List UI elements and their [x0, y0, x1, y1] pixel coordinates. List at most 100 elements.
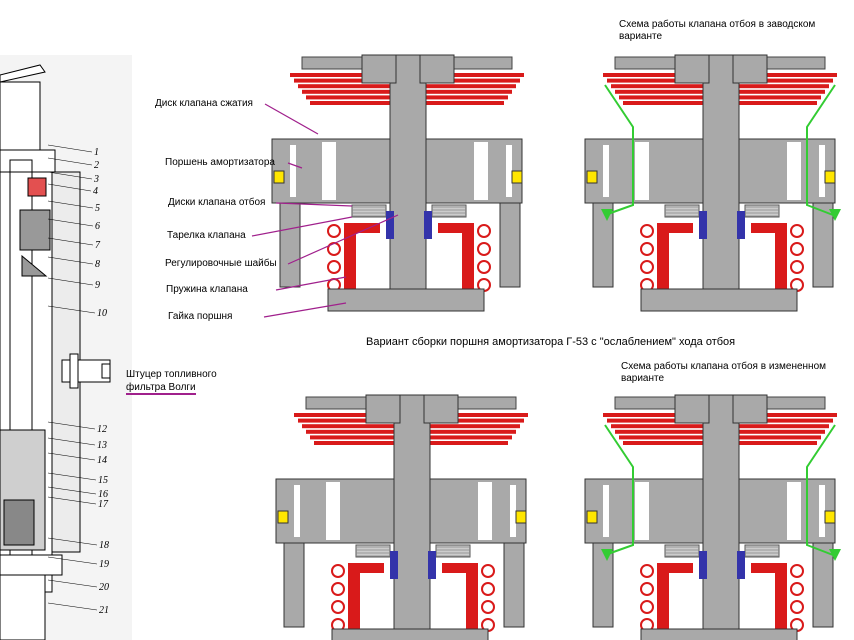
marker-right — [824, 510, 836, 524]
skirt-right — [812, 202, 834, 288]
spring-coil-right — [477, 260, 491, 274]
part-number: 8 — [95, 259, 100, 270]
leader-line — [251, 216, 353, 237]
marker-left — [586, 170, 598, 184]
rod-head-right — [423, 394, 459, 424]
spring-coil-right — [481, 564, 495, 578]
spring-disc — [611, 424, 703, 429]
skirt-left — [592, 202, 614, 288]
shim-right — [737, 551, 745, 579]
flow-path-left — [604, 424, 634, 556]
marker-left — [273, 170, 285, 184]
spring-disc — [607, 418, 703, 423]
skirt-left — [283, 542, 305, 628]
marker-left — [277, 510, 289, 524]
leader-line — [47, 144, 93, 153]
spring-disc — [737, 84, 829, 89]
rod — [389, 54, 427, 308]
spring-coil-left — [331, 564, 345, 578]
spring-coil-right — [790, 242, 804, 256]
valve-plate-left — [348, 563, 384, 593]
rod — [702, 54, 740, 308]
part-number: 5 — [95, 203, 100, 214]
spring-disc — [314, 441, 394, 445]
piston-nut — [327, 288, 485, 312]
piston-port-left — [326, 482, 340, 540]
spring-disc — [424, 89, 512, 94]
rod-head-right — [732, 54, 768, 84]
spring-disc — [737, 95, 821, 100]
skirt-right — [812, 542, 834, 628]
spring-coil-left — [331, 582, 345, 596]
caption-factory-scheme: Схема работы клапана отбоя в заводском в… — [619, 19, 816, 42]
flow-arrows — [601, 424, 841, 561]
fuel-fitting-line2: фильтра Волги — [126, 382, 196, 395]
label-valve-plate: Тарелка клапана — [167, 230, 246, 241]
spring-disc — [737, 441, 817, 445]
leader-line — [47, 171, 93, 180]
spring-disc — [619, 95, 703, 100]
valve-plate-right — [751, 223, 787, 253]
piston-nut — [331, 628, 489, 640]
part-number: 18 — [99, 540, 109, 551]
spring-disc — [424, 101, 504, 105]
valve-assembly — [584, 54, 841, 312]
spring-disc — [424, 73, 524, 77]
piston-port-right — [474, 142, 488, 200]
spring-coil-left — [640, 582, 654, 596]
leader-line — [47, 183, 92, 192]
valve-assembly — [584, 394, 841, 640]
flow-arrowhead-left — [601, 549, 613, 561]
rod-head-left — [674, 394, 710, 424]
piston-port-left — [322, 142, 336, 200]
leader-line — [47, 537, 98, 546]
piston-nut — [640, 628, 798, 640]
shim-right — [428, 551, 436, 579]
piston-gap-right — [510, 485, 516, 537]
valve-plate-left — [657, 563, 693, 593]
spring-disc — [310, 101, 390, 105]
fuel-fitting-label: Штуцер топливного фильтра Волги — [126, 368, 217, 395]
spring-coil-right — [790, 564, 804, 578]
piston-gap-right — [819, 485, 825, 537]
spring-disc — [306, 95, 390, 100]
spring-disc — [603, 413, 703, 417]
spring-body-right — [466, 593, 478, 640]
marker-left — [586, 510, 598, 524]
part-number: 2 — [94, 160, 99, 171]
spring-coil-left — [331, 600, 345, 614]
shim-left — [699, 551, 707, 579]
label-compression-disc: Диск клапана сжатия — [155, 98, 253, 109]
spring-disc — [428, 413, 528, 417]
leader-line — [47, 200, 94, 209]
part-number: 3 — [94, 174, 99, 185]
spring-disc — [737, 73, 837, 77]
flow-path-left — [604, 84, 634, 216]
spring-disc — [619, 435, 703, 440]
part-number: 16 — [98, 489, 108, 500]
piston-gap-left — [603, 485, 609, 537]
spring-disc — [611, 84, 703, 89]
gland — [21, 254, 48, 277]
part-number: 14 — [97, 455, 107, 466]
skirt-left — [592, 542, 614, 628]
label-shims: Регулировочные шайбы — [165, 258, 277, 269]
part-number: 19 — [99, 559, 109, 570]
spring-disc — [737, 424, 829, 429]
shim-right — [424, 211, 432, 239]
piston-gap-left — [290, 145, 296, 197]
piston-gap-right — [819, 145, 825, 197]
spring-disc — [302, 89, 390, 94]
spring-disc — [428, 441, 508, 445]
spring-disc — [737, 429, 825, 434]
spring-coil-right — [790, 260, 804, 274]
spring-coil-left — [640, 224, 654, 238]
rod — [393, 394, 431, 640]
spring-disc — [310, 435, 394, 440]
spring-disc — [607, 78, 703, 83]
spring-disc — [603, 73, 703, 77]
spring-disc — [737, 435, 821, 440]
spring-disc — [737, 418, 833, 423]
marker-right — [824, 170, 836, 184]
